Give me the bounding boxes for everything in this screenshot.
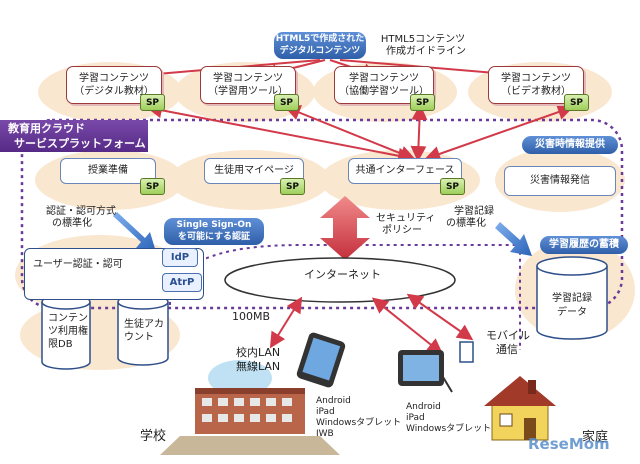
user-auth-label: ユーザー認証・認可 xyxy=(33,259,123,270)
guideline-label: HTML5コンテンツ 作成ガイドライン xyxy=(380,34,466,57)
school-devices-list: Android iPad Windowsタブレット IWB xyxy=(316,396,402,439)
sp-badge: SP xyxy=(410,94,435,111)
home-devices-list: Android iPad Windowsタブレット xyxy=(406,402,492,434)
disaster-info-box: 災害情報発信 xyxy=(504,166,616,196)
watermark-logo: ReseMom xyxy=(528,435,610,453)
disaster-info-badge: 災害時情報提供 xyxy=(522,136,618,154)
record-standard-label: 学習記録 の標準化 xyxy=(446,206,494,229)
school-lan-label: 校内LAN 無線LAN xyxy=(236,346,281,373)
student-account-db: 生徒アカウント xyxy=(124,319,164,343)
home-label: 家庭 xyxy=(582,430,609,445)
content-rights-db: コンテンツ利用権限DB xyxy=(48,313,88,350)
home-tablet xyxy=(398,350,453,393)
atrp-tag: AtrP xyxy=(162,273,202,292)
sso-badge: Single Sign-On を可能にする認証 xyxy=(164,218,264,245)
platform-title: 教育用クラウド サービスプラットフォーム xyxy=(0,120,148,152)
digital-content-badge: HTML5で作成された デジタルコンテンツ xyxy=(274,32,366,59)
content-box-tool: 学習コンテンツ（学習用ツール） xyxy=(200,66,296,104)
left-blue-arrow xyxy=(113,212,156,252)
internet-label: インターネット xyxy=(304,268,381,281)
mobile-label: モバイル 通信 xyxy=(486,329,530,356)
sp-badge: SP xyxy=(274,94,299,111)
learning-record-db: 学習記録 データ xyxy=(552,293,592,318)
school-label: 学校 xyxy=(140,429,167,444)
sp-badge: SP xyxy=(140,94,165,111)
bandwidth-label: 100MB xyxy=(232,310,271,323)
lesson-prep-box: 授業準備 xyxy=(60,158,156,184)
internet-ellipse xyxy=(224,257,456,303)
security-policy-label: セキュリティ ポリシー xyxy=(376,213,436,236)
sp-badge: SP xyxy=(564,94,589,111)
platform-boundary xyxy=(20,118,624,310)
network-arrows xyxy=(269,293,474,355)
house-drawing xyxy=(484,376,556,441)
sp-badge: SP xyxy=(280,178,305,195)
sp-badge: SP xyxy=(440,178,465,195)
right-blue-arrow xyxy=(495,222,532,256)
learning-history-badge: 学習履歴の蓄積 xyxy=(540,236,628,254)
big-double-arrow xyxy=(320,196,370,260)
mobile-device xyxy=(459,341,474,363)
sp-badge: SP xyxy=(140,178,165,195)
auth-standard-label: 認証・認可方式 の標準化 xyxy=(46,206,116,229)
idp-tag: IdP xyxy=(162,248,198,267)
school-tablet xyxy=(296,332,346,388)
school-building xyxy=(160,360,340,455)
